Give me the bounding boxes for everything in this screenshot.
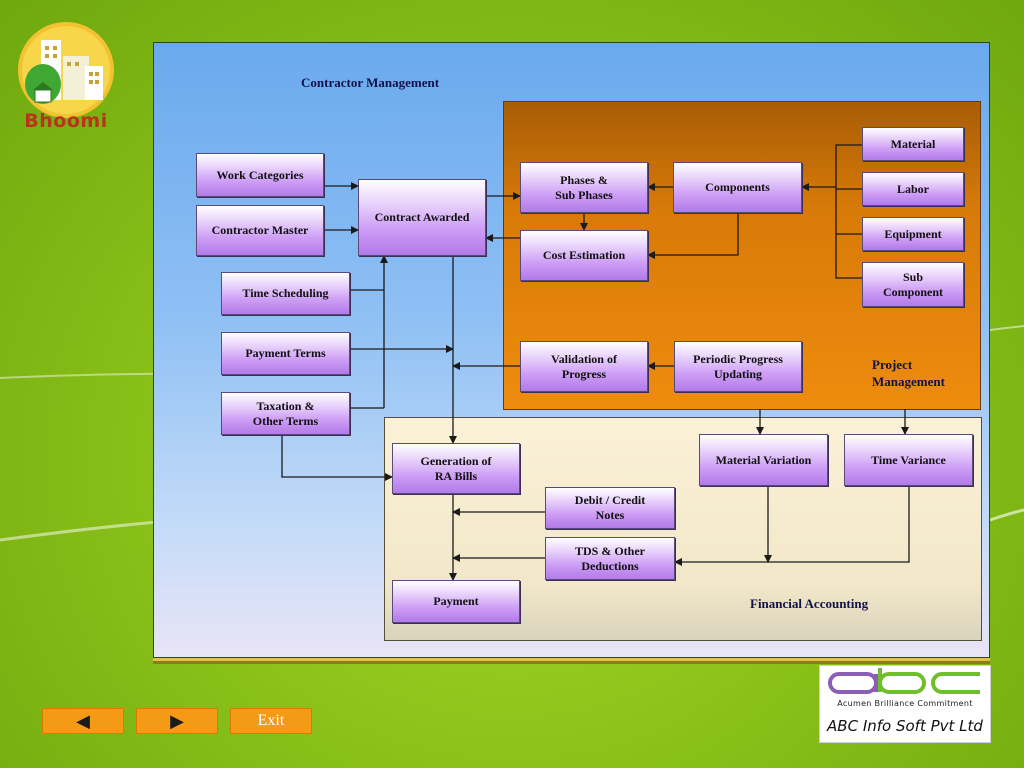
time-variance-box[interactable]: Time Variance xyxy=(844,434,973,486)
exit-button[interactable]: Exit xyxy=(230,708,312,734)
financial-accounting-title: Financial Accounting xyxy=(750,596,869,611)
sub-component-box[interactable]: Sub Component xyxy=(862,262,964,307)
contractor-management-title: Contractor Management xyxy=(301,75,440,90)
taxation-box[interactable]: Taxation & Other Terms xyxy=(221,392,350,435)
next-button[interactable]: ▶ xyxy=(136,708,218,734)
components-box[interactable]: Components xyxy=(673,162,802,213)
equipment-box[interactable]: Equipment xyxy=(862,217,964,251)
abc-brand-logo: Acumen Brilliance Commitment ABC Info So… xyxy=(819,665,991,743)
bhoomi-logo: Bhoomi xyxy=(15,18,117,132)
phases-box[interactable]: Phases & Sub Phases xyxy=(520,162,648,213)
tds-box[interactable]: TDS & Other Deductions xyxy=(545,537,675,580)
validation-box[interactable]: Validation of Progress xyxy=(520,341,648,392)
project-management-title: Project Management xyxy=(872,357,945,389)
periodic-progress-box[interactable]: Periodic Progress Updating xyxy=(674,341,802,392)
previous-button[interactable]: ◀ xyxy=(42,708,124,734)
material-variation-box[interactable]: Material Variation xyxy=(699,434,828,486)
contract-awarded-box[interactable]: Contract Awarded xyxy=(358,179,486,256)
debit-credit-box[interactable]: Debit / Credit Notes xyxy=(545,487,675,529)
contractor-master-box[interactable]: Contractor Master xyxy=(196,205,324,256)
work-categories-box[interactable]: Work Categories xyxy=(196,153,324,197)
payment-terms-box[interactable]: Payment Terms xyxy=(221,332,350,375)
material-box[interactable]: Material xyxy=(862,127,964,161)
previous-icon: ◀ xyxy=(76,710,90,732)
logo-text: Bhoomi xyxy=(24,110,108,132)
logo-emblem-icon xyxy=(18,22,114,118)
abc-company-name: ABC Info Soft Pvt Ltd xyxy=(827,717,983,735)
payment-box[interactable]: Payment xyxy=(392,580,520,623)
cost-estimation-box[interactable]: Cost Estimation xyxy=(520,230,648,281)
abc-letters-icon xyxy=(828,668,980,694)
time-scheduling-box[interactable]: Time Scheduling xyxy=(221,272,350,315)
labor-box[interactable]: Labor xyxy=(862,172,964,206)
next-icon: ▶ xyxy=(170,710,184,732)
abc-tagline: Acumen Brilliance Commitment xyxy=(837,699,973,708)
ra-bills-box[interactable]: Generation of RA Bills xyxy=(392,443,520,494)
